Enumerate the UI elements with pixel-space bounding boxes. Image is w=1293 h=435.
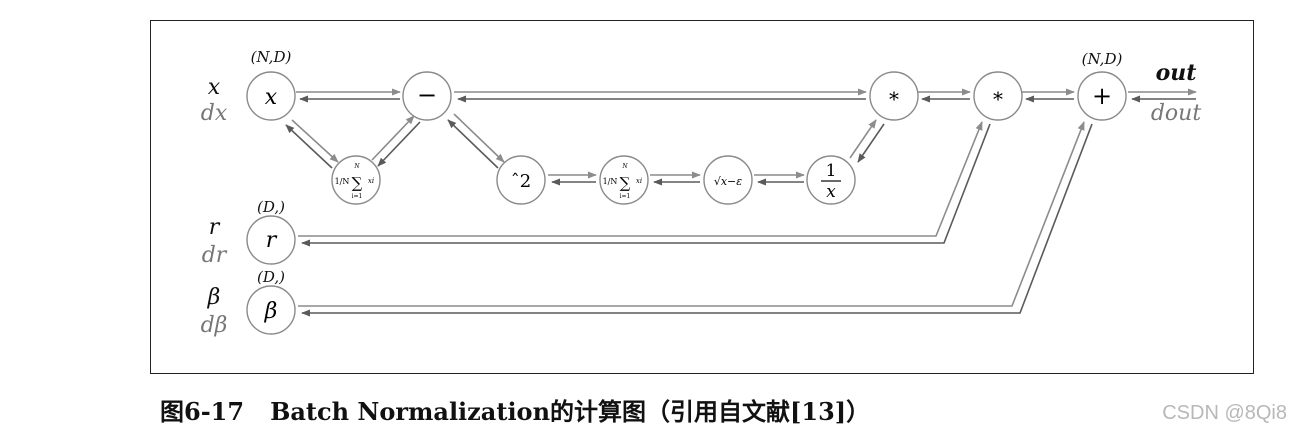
node-r: r: [246, 215, 296, 265]
edge-recip-mul1-forward: [849, 119, 877, 159]
node-sum2-var: xi: [636, 177, 642, 185]
label-out: out: [1156, 60, 1197, 86]
node-minus-label: −: [417, 81, 437, 109]
node-sum1-var: xi: [368, 177, 374, 185]
node-square: ˆ2: [496, 155, 546, 205]
node-sum1: 1/N ∑ N i=1 xi: [331, 155, 381, 205]
node-sum1-sigma: ∑: [352, 174, 363, 192]
label-x-backward: dx: [201, 101, 228, 126]
label-r-forward: r: [209, 215, 221, 240]
edge-x-sum1-forward: [291, 119, 339, 163]
edge-plus-beta-backward: [301, 123, 1093, 317]
node-sum2-bottom: i=1: [620, 193, 631, 200]
node-mul2: *: [973, 71, 1023, 121]
node-mul1: *: [869, 71, 919, 121]
edge-minus-sum1-backward: [377, 121, 421, 167]
edge-beta-plus-forward: [298, 121, 1085, 307]
node-x: x: [246, 71, 296, 121]
label-beta-backward: dβ: [201, 313, 228, 338]
node-sqrt: √x−ε: [703, 155, 753, 205]
node-sum2-fraction: 1/N: [603, 177, 618, 186]
figure-number: 图6-17: [160, 397, 245, 426]
node-sqrt-label: √x−ε: [714, 175, 742, 188]
node-square-label: ˆ2: [511, 171, 531, 192]
shape-label-out: (N,D): [1082, 50, 1123, 68]
label-dout: dout: [1151, 101, 1201, 126]
edge-sum1-x-backward: [285, 124, 333, 169]
diagram-frame: [150, 20, 1254, 374]
node-plus: +: [1077, 71, 1127, 121]
edge-minus-square-forward: [453, 113, 505, 163]
label-r-backward: dr: [202, 243, 228, 268]
node-reciprocal: 1 x: [806, 155, 856, 205]
watermark: CSDN @8Qi8: [1162, 402, 1287, 424]
node-sum2: 1/N ∑ N i=1 xi: [599, 155, 649, 205]
shape-label-r: (D,): [257, 198, 285, 216]
node-reciprocal-numerator: 1: [826, 161, 837, 181]
node-x-label: x: [265, 85, 278, 110]
label-x-forward: x: [208, 75, 221, 100]
node-r-label: r: [266, 228, 278, 253]
label-beta-forward: β: [207, 285, 221, 310]
node-sum2-sigma: ∑: [620, 174, 631, 192]
node-mul1-label: *: [889, 87, 899, 111]
node-sum2-top: N: [621, 163, 628, 170]
node-minus: −: [402, 71, 452, 121]
node-plus-label: +: [1092, 82, 1112, 110]
shape-label-beta: (D,): [257, 268, 285, 286]
shape-label-x: (N,D): [251, 48, 292, 66]
edge-mul1-recip-backward: [857, 123, 885, 163]
edge-sum1-minus-forward: [371, 115, 415, 161]
figure-caption-text: Batch Normalization的计算图（引用自文献[13]）: [270, 397, 871, 426]
node-sum1-bottom: i=1: [352, 193, 363, 200]
edge-mul2-r-backward: [301, 123, 991, 247]
node-beta: β: [246, 285, 296, 335]
edge-r-mul2-forward: [298, 121, 983, 237]
node-beta-label: β: [264, 299, 278, 324]
node-reciprocal-denominator: x: [826, 182, 836, 202]
node-sum1-fraction: 1/N: [335, 177, 350, 186]
node-sum1-top: N: [353, 163, 360, 170]
edge-square-minus-backward: [447, 119, 499, 169]
node-mul2-label: *: [993, 87, 1003, 111]
figure-caption: 图6-17 Batch Normalization的计算图（引用自文献[13]）: [160, 392, 870, 427]
